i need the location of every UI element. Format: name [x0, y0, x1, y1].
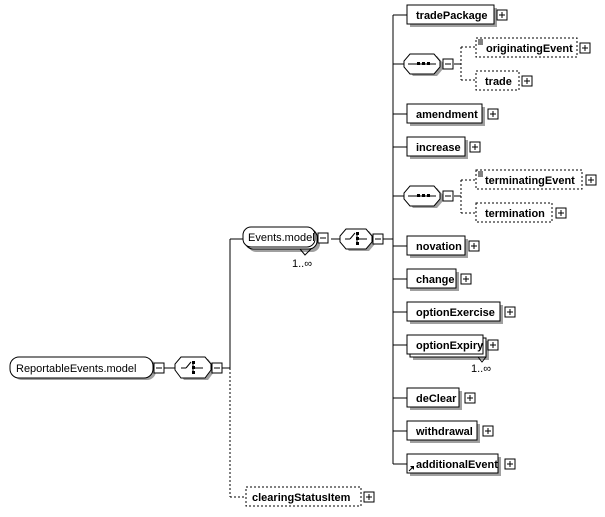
element-termination[interactable]: termination	[475, 202, 553, 223]
element-change-label: change	[416, 274, 455, 286]
element-terminatingEvent[interactable]: terminatingEvent	[475, 169, 583, 190]
termination-expand-icon[interactable]	[555, 207, 567, 219]
root-group-node[interactable]: ReportableEvents.model	[9, 356, 156, 380]
optionExpiry-expand-icon[interactable]	[487, 339, 499, 351]
element-amendment-label: amendment	[416, 109, 478, 121]
element-trade[interactable]: trade	[475, 70, 520, 91]
choice-compositor-1-icon[interactable]	[403, 53, 443, 76]
root-collapse-icon[interactable]	[153, 362, 165, 374]
element-optionExercise[interactable]: optionExercise	[406, 301, 503, 324]
element-change[interactable]: change	[406, 268, 459, 291]
element-deClear[interactable]: deClear	[406, 387, 462, 410]
element-optionExpiry-label: optionExpiry	[416, 340, 484, 352]
novation-expand-icon[interactable]	[468, 240, 480, 252]
events-model-cardinality: 1..∞	[292, 258, 312, 270]
element-clearingStatusItem[interactable]: clearingStatusItem	[245, 486, 362, 507]
element-withdrawal[interactable]: withdrawal	[406, 420, 480, 443]
optionExercise-expand-icon[interactable]	[504, 306, 516, 318]
events-model-collapse-icon[interactable]	[317, 232, 329, 244]
tradePackage-expand-icon[interactable]	[496, 9, 508, 21]
element-increase[interactable]: increase	[406, 136, 468, 159]
originatingEvent-attributes-icon	[478, 39, 483, 45]
change-expand-icon[interactable]	[460, 273, 472, 285]
amendment-expand-icon[interactable]	[487, 108, 499, 120]
reference-arrow-icon	[408, 466, 414, 472]
events-sequence-collapse-icon[interactable]	[372, 233, 384, 245]
element-tradePackage-label: tradePackage	[416, 10, 488, 22]
root-sequence-compositor-icon[interactable]	[174, 356, 214, 380]
terminatingEvent-expand-icon[interactable]	[585, 174, 597, 186]
element-withdrawal-label: withdrawal	[415, 426, 473, 438]
optionExpiry-cardinality: 1..∞	[471, 363, 491, 375]
element-originatingEvent[interactable]: originatingEvent	[475, 37, 578, 58]
trade-expand-icon[interactable]	[521, 75, 533, 87]
element-clearingStatusItem-label: clearingStatusItem	[252, 492, 351, 504]
events-sequence-compositor-icon[interactable]	[339, 228, 375, 251]
increase-expand-icon[interactable]	[469, 141, 481, 153]
deClear-expand-icon[interactable]	[464, 392, 476, 404]
terminatingEvent-attributes-icon	[478, 171, 483, 177]
element-amendment[interactable]: amendment	[406, 103, 485, 126]
element-optionExercise-label: optionExercise	[416, 307, 495, 319]
element-increase-label: increase	[416, 142, 461, 154]
element-termination-label: termination	[485, 208, 545, 220]
events-model-label: Events.model	[248, 232, 315, 244]
choice-2-collapse-icon[interactable]	[442, 190, 454, 202]
choice-compositor-2-icon[interactable]	[403, 185, 443, 208]
element-additionalEvent[interactable]: additionalEvent	[406, 453, 501, 476]
clearingStatusItem-expand-icon[interactable]	[363, 491, 375, 503]
element-tradePackage[interactable]: tradePackage	[406, 4, 497, 27]
root-group-label: ReportableEvents.model	[16, 363, 136, 375]
withdrawal-expand-icon[interactable]	[482, 425, 494, 437]
element-optionExpiry[interactable]: optionExpiry	[406, 334, 489, 363]
originatingEvent-expand-icon[interactable]	[579, 42, 591, 54]
element-deClear-label: deClear	[416, 393, 457, 405]
element-trade-label: trade	[485, 76, 512, 88]
element-novation-label: novation	[416, 241, 462, 253]
element-additionalEvent-label: additionalEvent	[416, 459, 498, 471]
element-novation[interactable]: novation	[406, 235, 468, 258]
element-terminatingEvent-label: terminatingEvent	[485, 175, 575, 187]
element-originatingEvent-label: originatingEvent	[486, 43, 573, 55]
choice-1-collapse-icon[interactable]	[442, 58, 454, 70]
additionalEvent-expand-icon[interactable]	[504, 458, 516, 470]
events-model-group-node[interactable]: Events.model	[242, 226, 320, 256]
root-sequence-collapse-icon[interactable]	[211, 362, 223, 374]
